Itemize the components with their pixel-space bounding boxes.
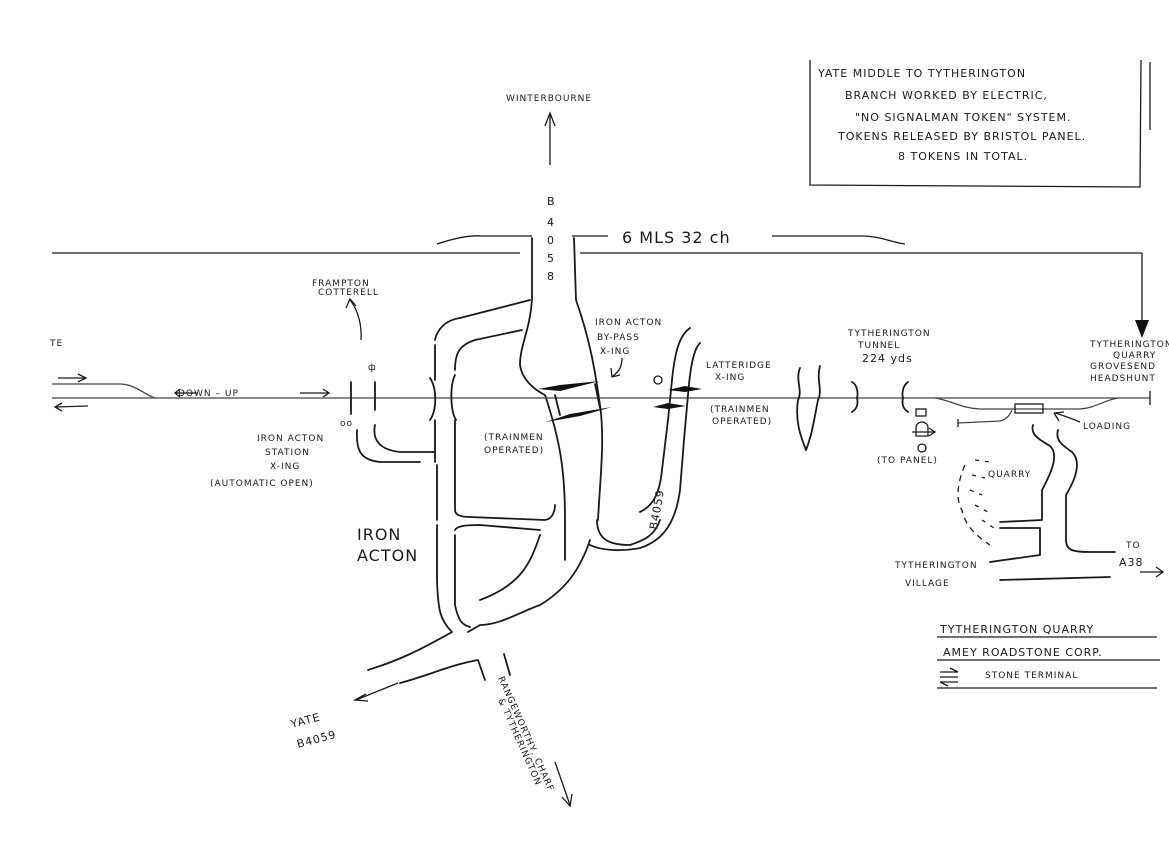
bypass-label-3: X-ING	[600, 347, 630, 357]
to-a38-label-1: TO	[1125, 541, 1141, 551]
b4058-char-2: 4	[547, 216, 555, 229]
tunnel-label-3: 224 yds	[862, 352, 913, 365]
loading-arrow-icon	[1053, 411, 1081, 423]
arrow-down-right-icon	[554, 761, 573, 808]
legend-line-3: STONE TERMINAL	[985, 671, 1078, 681]
bypass-label-1: IRON ACTON	[595, 318, 662, 328]
down-up-label: DOWN – UP	[178, 389, 239, 399]
notice-line-3: "NO SIGNALMAN TOKEN" SYSTEM.	[855, 111, 1071, 124]
iron-acton-roads: IRON ACTON	[357, 299, 661, 684]
frampton-arrow-icon	[345, 297, 362, 341]
tunnel-label-2: TUNNEL	[857, 341, 900, 351]
notice-box: YATE MIDDLE TO TYTHERINGTON BRANCH WORKE…	[809, 59, 1151, 188]
legend-line-1: TYTHERINGTON QUARRY	[939, 623, 1094, 636]
b4058-char-4: 5	[547, 252, 555, 265]
latteridge-crossing: LATTERIDGE X-ING (TRAINMEN OPERATED)	[653, 361, 772, 427]
headshunt-label-2: QUARRY	[1113, 351, 1156, 361]
latteridge-label-1: LATTERIDGE	[706, 361, 772, 371]
road-b4059: B4059	[589, 327, 701, 552]
rail-freight-icon	[939, 667, 959, 687]
arrow-left-down-icon	[352, 682, 399, 702]
crossing-light-bottom-icon: oo	[340, 419, 353, 429]
loading-bunker-icon	[1014, 403, 1044, 414]
yate-direction: YATE B4059	[288, 682, 399, 751]
latteridge-op-2: OPERATED)	[712, 417, 772, 427]
token-instrument-icon	[915, 408, 927, 417]
bypass-op-2: OPERATED)	[484, 446, 544, 456]
road-b4058: B 4 0 5 8	[519, 195, 604, 561]
railway-line: DOWN – UP TE	[49, 339, 1151, 412]
yate-label: YATE	[288, 711, 322, 732]
latteridge-op-1: (TRAINMEN	[710, 405, 770, 415]
notice-line-2: BRANCH WORKED BY ELECTRIC,	[845, 89, 1048, 102]
tunnel-label-1: TYTHERINGTON	[847, 329, 931, 339]
headshunt-label-4: HEADSHUNT	[1090, 374, 1156, 384]
rangeworthy-direction: RANGEWORTHY, CHARF & TYTHERINGTON	[495, 675, 573, 808]
b4059-label: B4059	[647, 488, 667, 530]
b4058-char-3: 0	[547, 234, 555, 247]
station-xing-line-2: STATION	[265, 448, 310, 458]
notice-line-1: YATE MIDDLE TO TYTHERINGTON	[817, 67, 1026, 80]
yate-b4059-label: B4059	[295, 728, 338, 751]
winterbourne-label: WINTERBOURNE	[506, 94, 592, 104]
winterbourne-direction: WINTERBOURNE	[506, 94, 592, 165]
notice-line-4: TOKENS RELEASED BY BRISTOL PANEL.	[837, 130, 1086, 143]
quarry-label: QUARRY	[988, 470, 1031, 480]
village-label-2: VILLAGE	[905, 579, 950, 589]
latteridge-label-2: X-ING	[715, 373, 745, 383]
b4058-char-5: 8	[547, 270, 555, 283]
headshunt-label-3: GROVESEND	[1090, 362, 1156, 372]
telephone-icon	[653, 375, 663, 385]
stream	[796, 365, 821, 451]
distance-label: 6 MLS 32 ch	[622, 228, 731, 247]
phone-icon	[917, 443, 927, 453]
iron-acton-station-crossing: ф oo IRON ACTON STATION X-ING (AUTOMATIC…	[210, 279, 436, 489]
bypass-label-2: BY-PASS	[597, 333, 640, 343]
b4058-char-1: B	[547, 195, 556, 208]
station-xing-line-1: IRON ACTON	[257, 434, 324, 444]
crossing-light-top-icon: ф	[368, 363, 377, 373]
station-xing-line-4: (AUTOMATIC OPEN)	[210, 479, 314, 489]
frampton-label-1: FRAMPTON	[312, 279, 370, 289]
iron-acton-bypass-crossing: IRON ACTON BY-PASS X-ING (TRAINMEN OPERA…	[484, 318, 662, 456]
quarry-area: QUARRY TYTHERINGTON VILLAGE TO A38	[894, 424, 1165, 589]
to-panel-label: (TO PANEL)	[877, 456, 938, 466]
signal-icon	[915, 421, 929, 437]
bypass-arrow-icon	[610, 357, 623, 378]
yate-edge-label: TE	[49, 339, 63, 349]
village-label-1: TYTHERINGTON	[894, 561, 978, 571]
arrow-down-icon	[1135, 320, 1149, 338]
headshunt-label-1: TYTHERINGTON	[1089, 340, 1169, 350]
tytherington-tunnel: TYTHERINGTON TUNNEL 224 yds	[847, 329, 931, 413]
iron-acton-label-1: IRON	[357, 525, 401, 544]
notice-line-5: 8 TOKENS IN TOTAL.	[898, 150, 1028, 163]
loading-label: LOADING	[1083, 422, 1131, 432]
arrow-right-a38-icon	[1140, 566, 1165, 578]
frampton-label-2: COTTERELL	[318, 288, 379, 298]
arrow-up-icon	[544, 111, 556, 127]
arrow-right-icon	[300, 388, 331, 398]
arrow-left-icon	[173, 388, 198, 398]
distance-indicator: 6 MLS 32 ch	[52, 228, 1149, 338]
token-panel: (TO PANEL)	[877, 408, 938, 466]
rangeworthy-label-1: RANGEWORTHY, CHARF	[495, 675, 555, 793]
bypass-op-1: (TRAINMEN	[484, 433, 544, 443]
to-a38-label-2: A38	[1119, 556, 1144, 569]
quarry-sidings: LOADING TYTHERINGTON QUARRY GROVESEND HE…	[934, 340, 1169, 432]
iron-acton-label-2: ACTON	[357, 546, 418, 565]
station-xing-line-3: X-ING	[270, 462, 300, 472]
legend: TYTHERINGTON QUARRY AMEY ROADSTONE CORP.…	[937, 623, 1160, 689]
legend-line-2: AMEY ROADSTONE CORP.	[943, 646, 1103, 659]
